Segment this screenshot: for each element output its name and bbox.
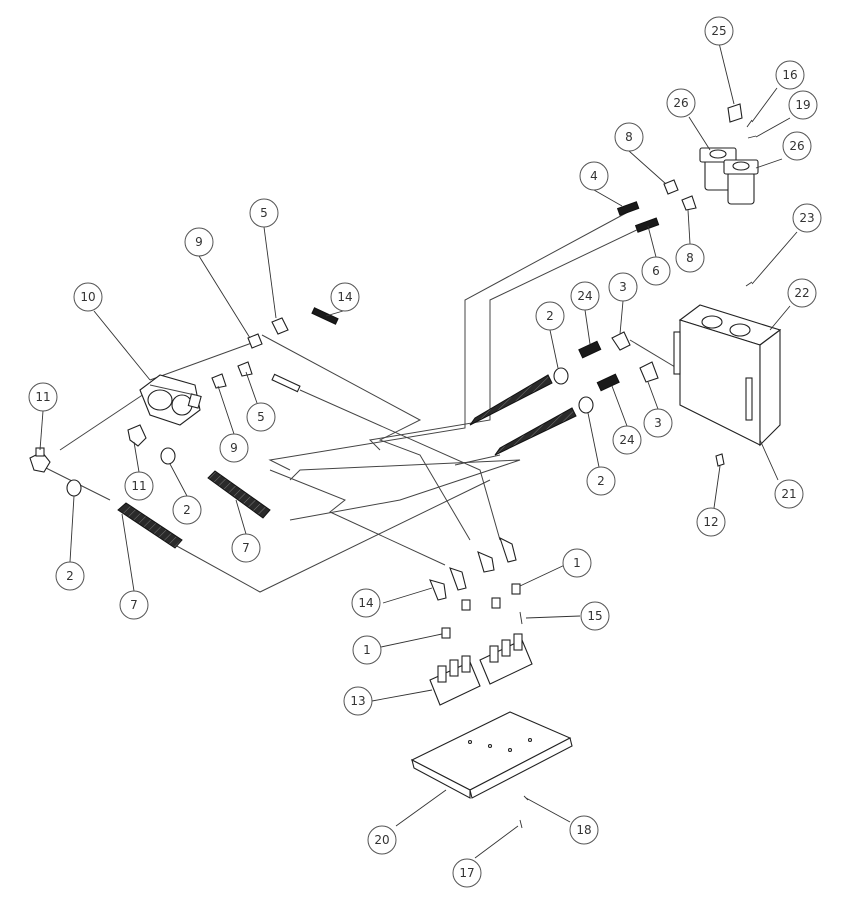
svg-text:2: 2 [597, 474, 605, 488]
callout-25: 25 [704, 16, 734, 46]
svg-text:14: 14 [358, 596, 373, 610]
svg-text:8: 8 [686, 251, 694, 265]
svg-text:8: 8 [625, 130, 633, 144]
suction-hose [117, 374, 577, 549]
callout-2-lower-right: 2 [586, 466, 616, 496]
callout-2-mid: 2 [172, 495, 202, 525]
hose-nipple [578, 340, 620, 392]
valve-fittings [429, 536, 523, 639]
filter-fittings [616, 179, 697, 233]
svg-text:12: 12 [703, 515, 718, 529]
svg-text:17: 17 [459, 866, 474, 880]
svg-text:2: 2 [546, 309, 554, 323]
svg-text:3: 3 [654, 416, 662, 430]
hose-clamp [66, 367, 594, 497]
svg-text:3: 3 [619, 280, 627, 294]
callout-17: 17 [452, 858, 482, 888]
callout-2-left: 2 [55, 561, 85, 591]
callout-20: 20 [367, 825, 397, 855]
svg-text:7: 7 [242, 541, 250, 555]
elbow-fitting-11-right [127, 424, 147, 447]
callout-10: 10 [73, 282, 103, 312]
svg-text:18: 18 [576, 823, 591, 837]
svg-text:16: 16 [782, 68, 797, 82]
svg-text:21: 21 [781, 487, 796, 501]
plate-bolts [519, 795, 529, 829]
small-screws [745, 119, 757, 287]
svg-text:1: 1 [573, 556, 581, 570]
callout-23: 23 [792, 203, 822, 233]
callout-26-left: 26 [666, 88, 696, 118]
callout-5-lower: 5 [246, 402, 276, 432]
callout-4: 4 [579, 161, 609, 191]
callout-6: 6 [641, 256, 671, 286]
callout-14-lower: 14 [351, 588, 381, 618]
callout-12: 12 [696, 507, 726, 537]
callout-3-upper: 3 [608, 272, 638, 302]
callout-11-right: 11 [124, 471, 154, 501]
callout-9-lower: 9 [219, 433, 249, 463]
svg-text:14: 14 [337, 290, 352, 304]
svg-text:24: 24 [619, 433, 634, 447]
svg-text:7: 7 [130, 598, 138, 612]
svg-text:26: 26 [789, 139, 804, 153]
callout-24-lower: 24 [612, 425, 642, 455]
svg-text:5: 5 [257, 410, 265, 424]
callout-9-upper: 9 [184, 227, 214, 257]
svg-text:25: 25 [711, 24, 726, 38]
callout-22: 22 [787, 278, 817, 308]
callout-3-lower: 3 [643, 408, 673, 438]
callout-5-upper: 5 [249, 198, 279, 228]
svg-text:13: 13 [350, 694, 365, 708]
valve-mounting-plate [410, 711, 573, 799]
svg-text:26: 26 [673, 96, 688, 110]
callout-14-upper: 14 [330, 282, 360, 312]
return-filters [699, 147, 759, 205]
svg-text:10: 10 [80, 290, 95, 304]
callout-19: 19 [788, 90, 818, 120]
callout-8-upper: 8 [614, 122, 644, 152]
svg-text:24: 24 [577, 289, 592, 303]
hydraulic-reservoir [673, 304, 782, 467]
callout-7-mid: 7 [231, 533, 261, 563]
svg-text:9: 9 [230, 441, 238, 455]
callout-1-upper: 1 [562, 548, 592, 578]
filter-cap-25 [727, 103, 743, 123]
svg-text:19: 19 [795, 98, 810, 112]
callout-13: 13 [343, 686, 373, 716]
svg-text:22: 22 [794, 286, 809, 300]
callout-26-right: 26 [782, 131, 812, 161]
callout-15: 15 [580, 601, 610, 631]
callout-1-lower: 1 [352, 635, 382, 665]
callout-11-left: 11 [28, 382, 58, 412]
svg-text:1: 1 [363, 643, 371, 657]
callout-21: 21 [774, 479, 804, 509]
svg-text:11: 11 [131, 479, 146, 493]
svg-text:5: 5 [260, 206, 268, 220]
hose-routing-lines [35, 211, 681, 593]
hydraulic-pump [139, 374, 202, 426]
callout-16: 16 [775, 60, 805, 90]
pump-fittings [211, 307, 339, 393]
callout-leader-lines [39, 42, 798, 859]
directional-control-valves [429, 633, 533, 706]
callout-18: 18 [569, 815, 599, 845]
svg-text:6: 6 [652, 264, 660, 278]
svg-text:15: 15 [587, 609, 602, 623]
svg-text:11: 11 [35, 390, 50, 404]
callout-8-lower: 8 [675, 243, 705, 273]
svg-text:4: 4 [590, 169, 598, 183]
callout-24-upper: 24 [570, 281, 600, 311]
callout-7-left: 7 [119, 590, 149, 620]
elbow-fitting-3 [611, 331, 659, 383]
callout-balloons: 1 1 2 2 2 2 3 3 4 5 5 6 7 7 8 8 9 9 10 1… [28, 16, 822, 888]
svg-text:9: 9 [195, 235, 203, 249]
svg-text:2: 2 [183, 503, 191, 517]
svg-text:23: 23 [799, 211, 814, 225]
svg-text:20: 20 [374, 833, 389, 847]
svg-text:2: 2 [66, 569, 74, 583]
callout-2-upper-right: 2 [535, 301, 565, 331]
